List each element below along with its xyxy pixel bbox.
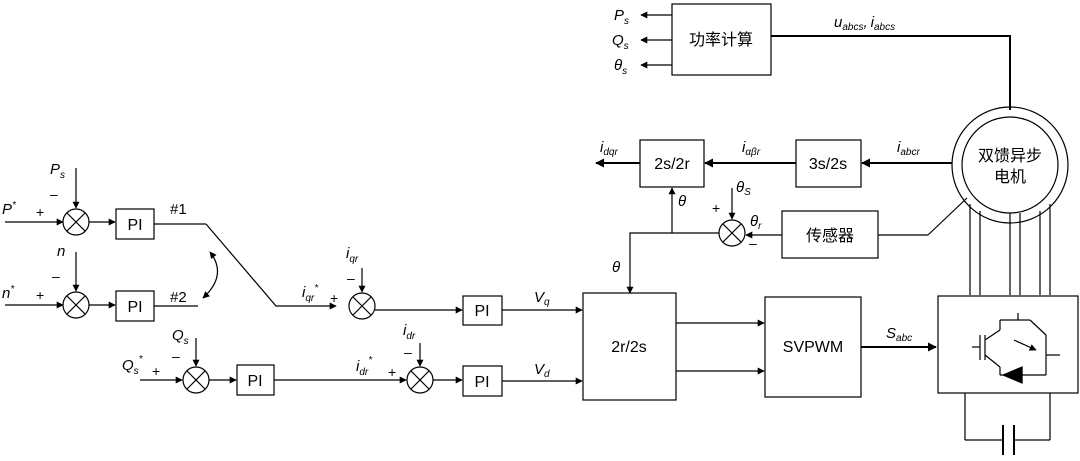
output-theta-label: θs	[614, 57, 627, 77]
iqr-label: iqr	[346, 245, 359, 265]
output-p-label: Ps	[614, 7, 629, 27]
vq-label: Vq	[534, 289, 550, 308]
switch-line	[205, 223, 337, 310]
theta-label-inverse: θ	[612, 259, 620, 276]
sabc-label: Sabc	[886, 325, 912, 344]
pi-label-n: PI	[127, 299, 142, 316]
park-label: 2s/2r	[654, 156, 690, 173]
sensor-label: 传感器	[806, 227, 854, 245]
theta-plus-sign: +	[712, 200, 720, 216]
clarke-label: 3s/2s	[809, 156, 847, 173]
machine-label-1: 双馈异步	[978, 147, 1042, 165]
switch-arc	[202, 251, 219, 299]
idr-label: idr	[403, 322, 416, 342]
nref-label: n*	[2, 284, 15, 302]
machine-inner-circle	[961, 116, 1059, 214]
machine-label-2: 电机	[994, 168, 1026, 186]
p-plus-sign: +	[36, 204, 44, 220]
iqr-sum-junction	[348, 292, 376, 320]
n-plus-sign: +	[36, 287, 44, 303]
pref-label: P*	[2, 200, 17, 218]
power-calc-label: 功率计算	[689, 30, 753, 49]
uabcs-line	[771, 35, 1011, 110]
n-minus-sign: –	[52, 268, 60, 284]
pi-label-p: PI	[127, 217, 142, 234]
iqr-plus-sign: +	[330, 290, 338, 306]
switch-pos2-label: #2	[170, 289, 187, 306]
iabcr-label: iabcr	[897, 139, 920, 158]
iqr-ref-label: iqr*	[302, 283, 319, 304]
q-plus-sign: +	[152, 363, 160, 379]
inverse-park-label: 2r/2s	[611, 339, 647, 356]
vd-label: Vd	[534, 361, 550, 380]
theta-minus-sign: –	[749, 235, 757, 251]
pi-label-d: PI	[474, 374, 489, 391]
theta-label-park: θ	[678, 193, 686, 210]
idr-minus-sign: –	[404, 344, 412, 360]
pi-label-qs: PI	[247, 373, 262, 390]
qref-label: Qs*	[122, 354, 144, 377]
inverse-park-block	[582, 292, 677, 401]
n-label: n	[57, 243, 65, 260]
switch-pos1-label: #1	[170, 201, 187, 218]
svpwm-label: SVPWM	[783, 339, 843, 356]
idr-ref-label: idr*	[356, 355, 373, 378]
theta-line	[626, 232, 719, 294]
pi-label-q: PI	[474, 303, 489, 320]
ialphabeta-label: iαβr	[742, 139, 761, 158]
theta-s-label: θS	[736, 179, 751, 198]
qs-label: Qs	[172, 327, 189, 347]
idqr-label: idqr	[600, 139, 618, 158]
uabcs-iabcs-label: uabcs,iabcs	[834, 14, 895, 33]
p-minus-sign: –	[50, 186, 58, 202]
converter-block	[937, 295, 1079, 394]
q-minus-sign: –	[172, 348, 180, 364]
output-q-label: Qs	[612, 32, 629, 52]
ps-label: Ps	[50, 161, 65, 181]
igbt-symbol	[972, 313, 1060, 384]
theta-r-label: θr	[750, 213, 762, 232]
sensor-to-machine-line2	[927, 197, 968, 236]
idr-plus-sign: +	[388, 364, 396, 380]
iqr-minus-sign: –	[347, 270, 355, 286]
